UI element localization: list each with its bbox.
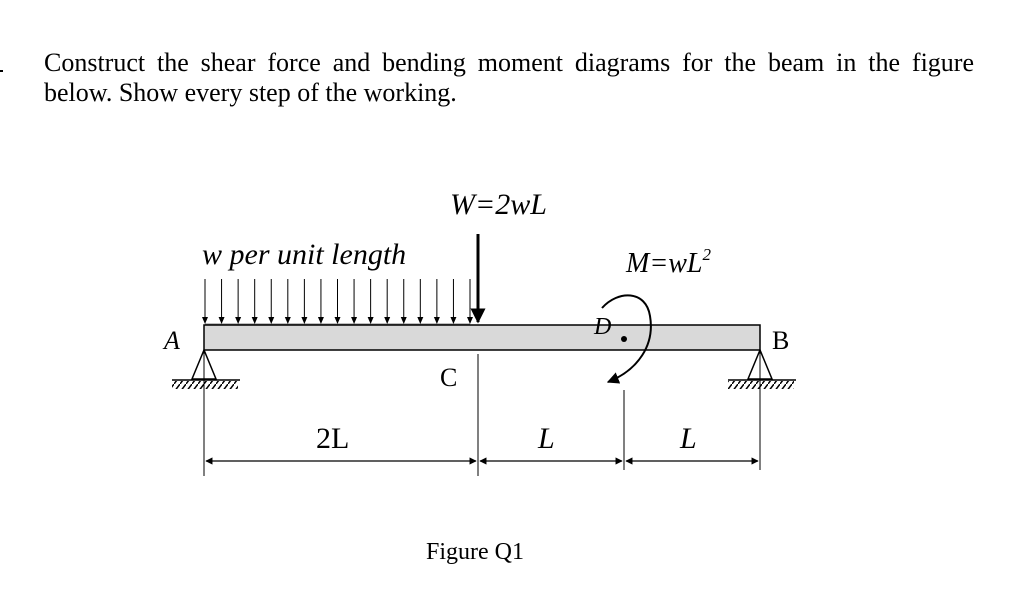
udl-arrowhead [417, 317, 424, 324]
udl-arrowhead [284, 317, 291, 324]
margin-mark [0, 70, 3, 72]
point-c-label: C [440, 363, 457, 392]
dim-label-ac: 2L [316, 422, 349, 455]
udl-arrowhead [450, 317, 457, 324]
udl-arrowhead [218, 317, 225, 324]
udl-arrowhead [301, 317, 308, 324]
udl-arrows [202, 279, 473, 325]
moment-arrow [601, 294, 652, 384]
beam [203, 324, 761, 351]
udl-arrowhead [467, 317, 473, 324]
udl-arrowhead [334, 317, 341, 324]
point-b-label: B [772, 326, 789, 355]
moment-label: M=wL2 [625, 245, 711, 279]
question-text: Construct the shear force and bending mo… [44, 48, 974, 107]
udl-arrowhead [367, 317, 374, 324]
support-b [728, 348, 796, 389]
udl-arrowhead [400, 317, 407, 324]
udl-label: w per unit length [202, 238, 406, 271]
udl-arrowhead [235, 317, 242, 324]
udl-arrowhead [351, 317, 358, 324]
support-a [172, 348, 240, 389]
udl-arrowhead [317, 317, 324, 324]
udl-arrowhead [202, 317, 208, 324]
dim-label-db: L [679, 422, 697, 455]
udl-arrowhead [268, 317, 275, 324]
udl-arrowhead [251, 317, 258, 324]
figure-caption: Figure Q1 [426, 539, 524, 565]
point-a-label: A [162, 326, 180, 355]
udl-arrowhead [384, 317, 391, 324]
point-d-label: D [593, 314, 611, 340]
point-d-dot [621, 336, 627, 342]
udl-arrowhead [433, 317, 440, 324]
point-load-label: W=2wL [450, 188, 547, 221]
dim-label-cd: L [537, 422, 555, 455]
